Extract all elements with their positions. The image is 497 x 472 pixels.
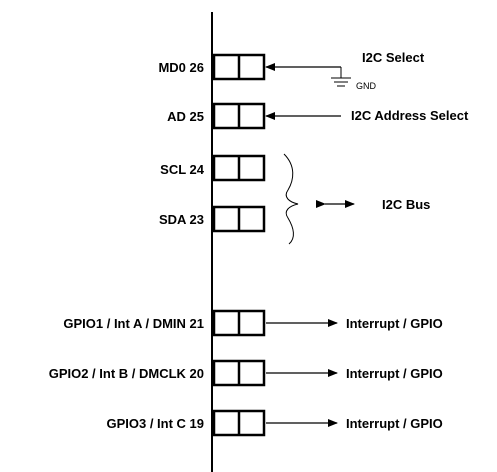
pin-label-sda: SDA 23	[159, 212, 204, 227]
gnd-label: GND	[356, 81, 377, 91]
pin-gpio2: GPIO2 / Int B / DMCLK 20 Interrupt / GPI…	[49, 359, 443, 387]
pin-label-md0: MD0 26	[158, 60, 204, 75]
pin-label-gpio2: GPIO2 / Int B / DMCLK 20	[49, 366, 204, 381]
signal-label-gpio2: Interrupt / GPIO	[346, 366, 443, 381]
pin-scl: SCL 24	[160, 154, 266, 182]
pin-sda: SDA 23	[159, 205, 266, 233]
signal-label-i2c-select: I2C Select	[362, 50, 425, 65]
pin-label-gpio3: GPIO3 / Int C 19	[106, 416, 204, 431]
pin-label-gpio1: GPIO1 / Int A / DMIN 21	[63, 316, 204, 331]
signal-label-i2c-address-select: I2C Address Select	[351, 108, 469, 123]
bus-brace	[283, 153, 299, 245]
signal-label-gpio3: Interrupt / GPIO	[346, 416, 443, 431]
pin-gpio1: GPIO1 / Int A / DMIN 21 Interrupt / GPIO	[63, 309, 443, 337]
signal-label-gpio1: Interrupt / GPIO	[346, 316, 443, 331]
pin-label-scl: SCL 24	[160, 162, 205, 177]
bus-label: I2C Bus	[382, 197, 430, 212]
pin-md0: MD0 26 GND I2C Select	[158, 50, 424, 91]
pin-gpio3: GPIO3 / Int C 19 Interrupt / GPIO	[106, 409, 443, 437]
pin-label-ad: AD 25	[167, 109, 204, 124]
pin-ad: AD 25 I2C Address Select	[167, 102, 469, 130]
